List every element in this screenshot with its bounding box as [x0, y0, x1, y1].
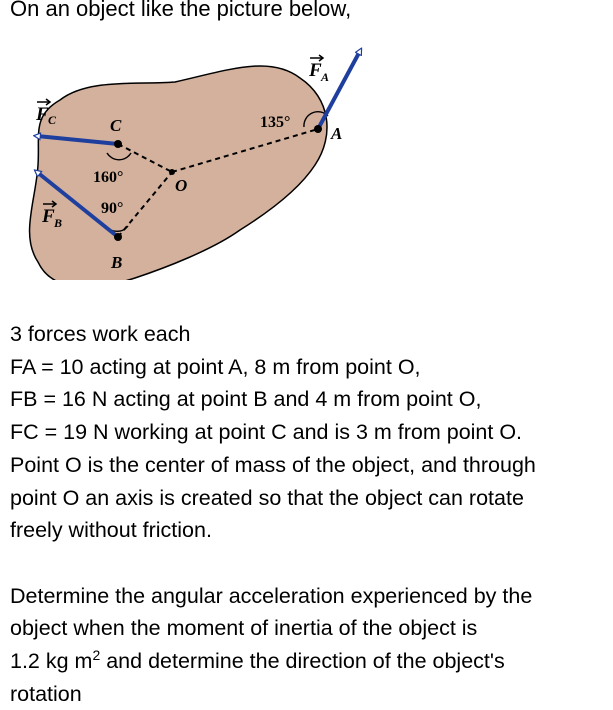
- svg-text:C: C: [48, 113, 57, 127]
- force-arrow-fa: [316, 51, 360, 130]
- label-angle-a: 135°: [260, 114, 290, 131]
- problem-line: Point O is the center of mass of the obj…: [10, 452, 536, 477]
- question-line: object when the moment of inertia of the…: [10, 616, 478, 641]
- force-arrow-fc: [37, 136, 119, 146]
- problem-line: point O an axis is created so that the o…: [10, 485, 524, 510]
- svg-text:B: B: [53, 216, 62, 230]
- label-point-a: A: [330, 124, 342, 143]
- inertia-exponent: 2: [92, 646, 101, 663]
- force-arrow-fb: [37, 172, 120, 239]
- inertia-prefix: 1.2 kg m: [10, 649, 93, 674]
- label-angle-c: 160°: [93, 169, 123, 186]
- svg-text:F: F: [308, 60, 322, 81]
- points: [114, 125, 322, 241]
- object-body: [28, 65, 328, 280]
- label-fc: F C: [35, 98, 57, 127]
- intro-text: On an object like the picture below,: [10, 0, 352, 21]
- svg-text:A: A: [320, 70, 329, 84]
- moment-arms: [117, 128, 319, 238]
- question-final-line: rotation: [10, 681, 82, 706]
- label-point-c: C: [110, 116, 122, 135]
- label-point-o: O: [175, 176, 187, 195]
- point-c-dot: [114, 140, 122, 148]
- figure-labels: C B A O 160° 90° 135° F C F B F A: [35, 54, 342, 272]
- problem-line: 3 forces work each: [10, 322, 191, 346]
- problem-line: FC = 19 N working at point C and is 3 m …: [10, 420, 523, 445]
- paragraph-spacer: [10, 547, 610, 580]
- label-fb: F B: [41, 200, 62, 230]
- inertia-suffix: and determine the direction of the objec…: [100, 649, 505, 674]
- problem-line: freely without friction.: [10, 518, 212, 543]
- point-b-dot: [114, 233, 122, 241]
- point-o-dot: [169, 169, 175, 175]
- force-diagram: C B A O 160° 90° 135° F C F B F A: [28, 30, 380, 280]
- label-point-b: B: [110, 253, 122, 272]
- force-arrows: [37, 51, 360, 239]
- svg-text:F: F: [41, 206, 55, 227]
- label-fa: F A: [308, 54, 329, 84]
- point-a-dot: [314, 125, 322, 133]
- svg-text:F: F: [35, 104, 49, 125]
- problem-line: FB = 16 N acting at point B and 4 m from…: [10, 387, 482, 412]
- question-line: Determine the angular acceleration exper…: [10, 583, 533, 608]
- inertia-line: 1.2 kg m2 and determine the direction of…: [10, 645, 610, 678]
- problem-line: FA = 10 acting at point A, 8 m from poin…: [10, 354, 421, 379]
- label-angle-b: 90°: [101, 200, 123, 217]
- problem-statement: 3 forces work each FA = 10 acting at poi…: [10, 318, 610, 710]
